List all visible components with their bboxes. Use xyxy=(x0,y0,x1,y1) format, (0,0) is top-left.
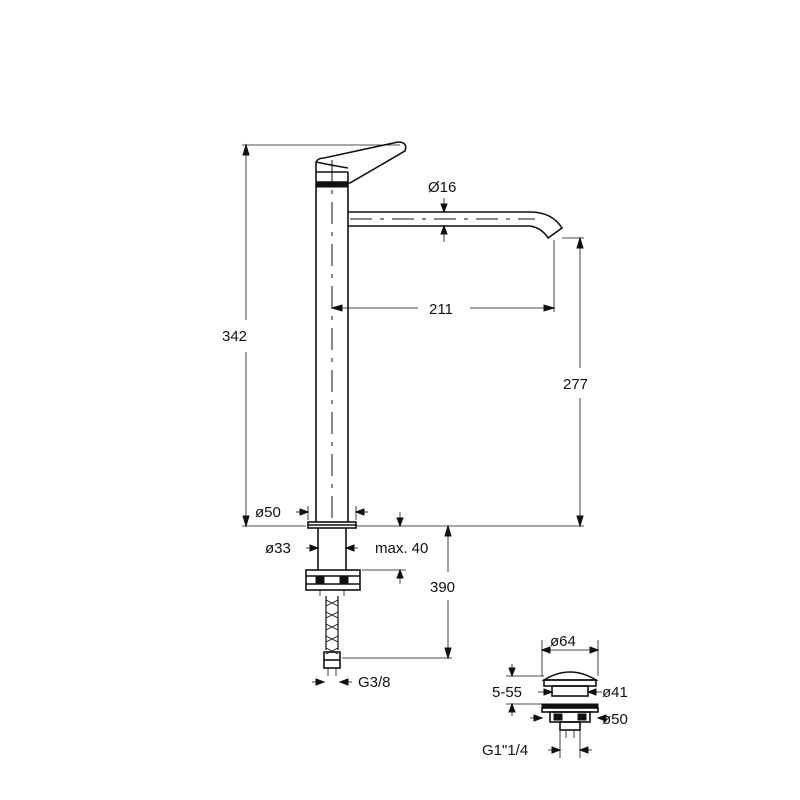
dimension-waste-41: ø41 xyxy=(538,684,628,701)
dimension-waste-64: ø64 xyxy=(540,633,600,676)
label-base-50: ø50 xyxy=(255,504,281,521)
dimension-shank-33: ø33 xyxy=(265,540,358,557)
label-waste-5-55: 5-55 xyxy=(492,684,522,701)
spout xyxy=(348,211,564,240)
dimension-waste-50: ø50 xyxy=(530,711,628,728)
dimension-waste-thread: G1"1/4 xyxy=(482,730,592,759)
drain-waste xyxy=(541,671,599,738)
dimension-277: 277 xyxy=(562,236,588,528)
base-ring xyxy=(307,521,357,529)
mounting-shank xyxy=(305,528,361,596)
braided-hose xyxy=(323,596,341,676)
faucet-body xyxy=(315,160,349,522)
dimension-342: 342 xyxy=(222,143,400,528)
lever-handle xyxy=(315,141,407,184)
dimension-max-40: max. 40 xyxy=(362,512,428,584)
label-waste-41: ø41 xyxy=(602,684,628,701)
label-waste-64: ø64 xyxy=(550,633,576,650)
dimension-211: 211 xyxy=(330,240,556,318)
label-277: 277 xyxy=(563,376,588,393)
dimension-spout-diameter: Ø16 xyxy=(428,179,456,242)
dimension-waste-5-55: 5-55 xyxy=(492,664,544,716)
label-waste-thread: G1"1/4 xyxy=(482,742,528,759)
dimension-base-50: ø50 xyxy=(255,504,368,521)
dimension-g38: G3/8 xyxy=(312,674,391,691)
label-390: 390 xyxy=(430,579,455,596)
label-342: 342 xyxy=(222,328,247,345)
label-spout-diameter: Ø16 xyxy=(428,179,456,196)
label-max-40: max. 40 xyxy=(375,540,428,557)
label-211: 211 xyxy=(429,301,453,318)
label-g38: G3/8 xyxy=(358,674,391,691)
label-waste-50: ø50 xyxy=(602,711,628,728)
dimension-390: 390 xyxy=(342,524,455,660)
label-shank-33: ø33 xyxy=(265,540,291,557)
